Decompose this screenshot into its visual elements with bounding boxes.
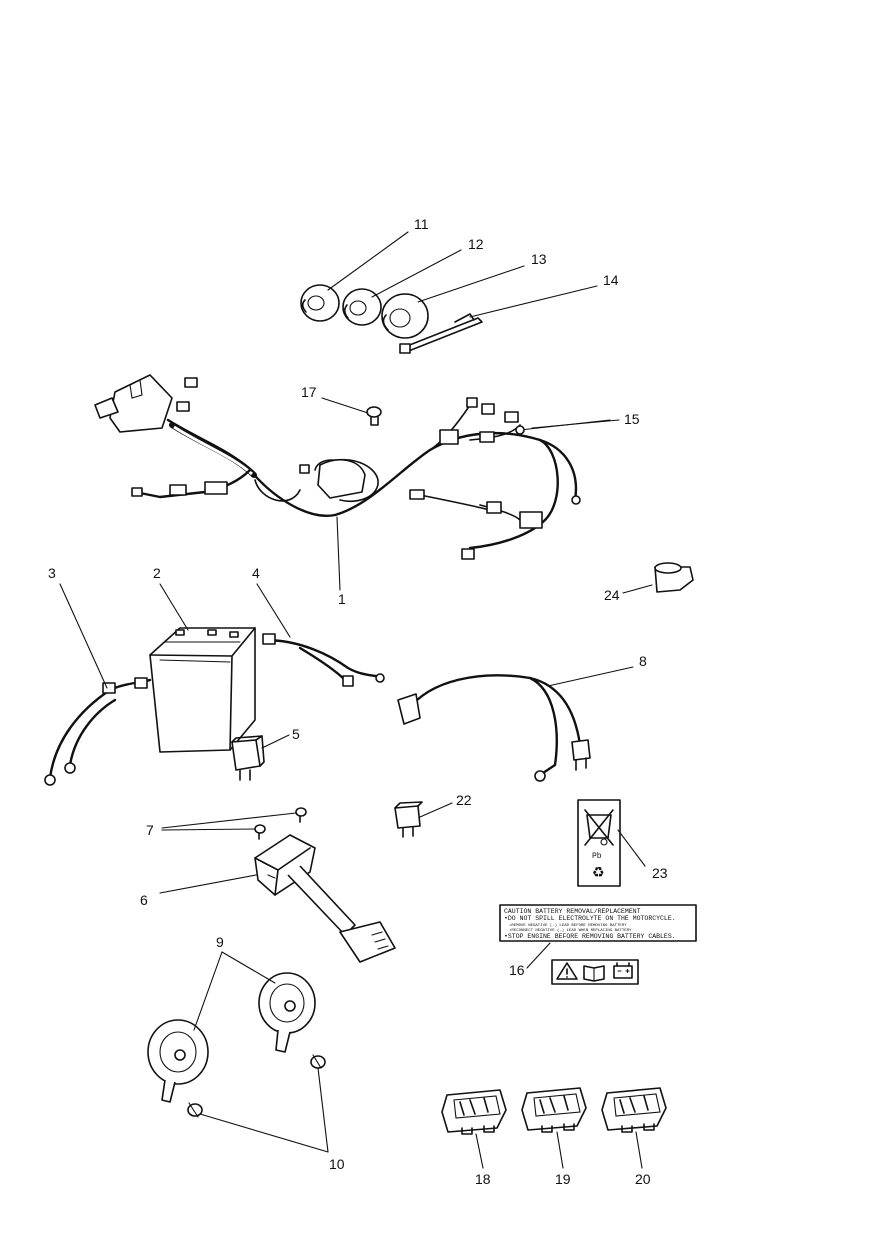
label-part-18: 18 <box>475 1171 491 1187</box>
label-part-8: 8 <box>639 653 647 669</box>
part-19-fuse <box>521 1087 587 1133</box>
label-part-7: 7 <box>146 822 154 838</box>
label-part-1: 1 <box>338 591 346 607</box>
label-part-15: 15 <box>624 411 640 427</box>
part-22-relay <box>394 801 423 838</box>
recycle-icon: ♻ <box>592 865 605 881</box>
part-5-relay <box>231 735 265 781</box>
part-14-cable-tie <box>399 313 483 354</box>
label-part-12: 12 <box>468 236 484 252</box>
part-3-battery-lead <box>44 677 152 786</box>
part-13-cap <box>381 293 429 339</box>
part-23-disposal-label: Pb ♻ <box>577 799 621 887</box>
part-9-horns <box>147 972 316 1103</box>
part-17-clip <box>366 406 382 426</box>
part-18-fuse <box>441 1089 507 1135</box>
label-part-13: 13 <box>531 251 547 267</box>
label-part-23: 23 <box>652 865 668 881</box>
label-part-20: 20 <box>635 1171 651 1187</box>
label-part-3: 3 <box>48 565 56 581</box>
leader-lines <box>59 231 653 1169</box>
part-10-bolts <box>187 1054 326 1118</box>
warning-triangle-icon <box>556 962 578 980</box>
caution-line-5: •STOP ENGINE BEFORE REMOVING BATTERY CAB… <box>504 933 676 940</box>
caution-line-3: •REMOVE NEGATIVE (-) LEAD BEFORE REMOVIN… <box>509 923 627 928</box>
label-part-4: 4 <box>252 565 260 581</box>
part-20-fuse <box>601 1087 667 1133</box>
manual-book-icon <box>583 965 605 982</box>
label-part-22: 22 <box>456 792 472 808</box>
label-part-5: 5 <box>292 726 300 742</box>
caution-line-4: •RECONNECT NEGATIVE (-) LEAD WHEN REPLAC… <box>509 928 632 933</box>
part-4-battery-lead <box>262 633 385 687</box>
battery-icon <box>613 962 633 979</box>
disposal-chemical-text: Pb <box>592 852 602 861</box>
part-11-cap <box>300 284 340 322</box>
part-12-cap <box>342 288 382 326</box>
label-part-19: 19 <box>555 1171 571 1187</box>
caution-line-2: •DO NOT SPILL ELECTROLYTE ON THE MOTORCY… <box>504 915 676 922</box>
label-part-16: 16 <box>509 962 525 978</box>
label-part-2: 2 <box>153 565 161 581</box>
caution-line-1: CAUTION BATTERY REMOVAL/REPLACEMENT <box>504 908 641 915</box>
label-part-17: 17 <box>301 384 317 400</box>
label-part-10: 10 <box>329 1156 345 1172</box>
part-7-screws <box>254 807 307 840</box>
part-number-labels: 11 12 13 14 17 15 1 2 3 4 8 24 5 22 7 6 … <box>48 216 668 1187</box>
label-part-9: 9 <box>216 934 224 950</box>
crossed-bin-icon <box>584 809 614 846</box>
part-24-tube <box>654 562 694 593</box>
part-8-lead <box>397 674 591 782</box>
part-16-caution-label: CAUTION BATTERY REMOVAL/REPLACEMENT •DO … <box>499 904 697 985</box>
label-part-11: 11 <box>414 216 429 232</box>
part-2-battery <box>149 627 256 753</box>
label-part-6: 6 <box>140 892 148 908</box>
label-part-14: 14 <box>603 272 619 288</box>
label-part-24: 24 <box>604 587 620 603</box>
part-6-regulator <box>254 834 396 963</box>
part-1-main-harness <box>94 374 611 560</box>
